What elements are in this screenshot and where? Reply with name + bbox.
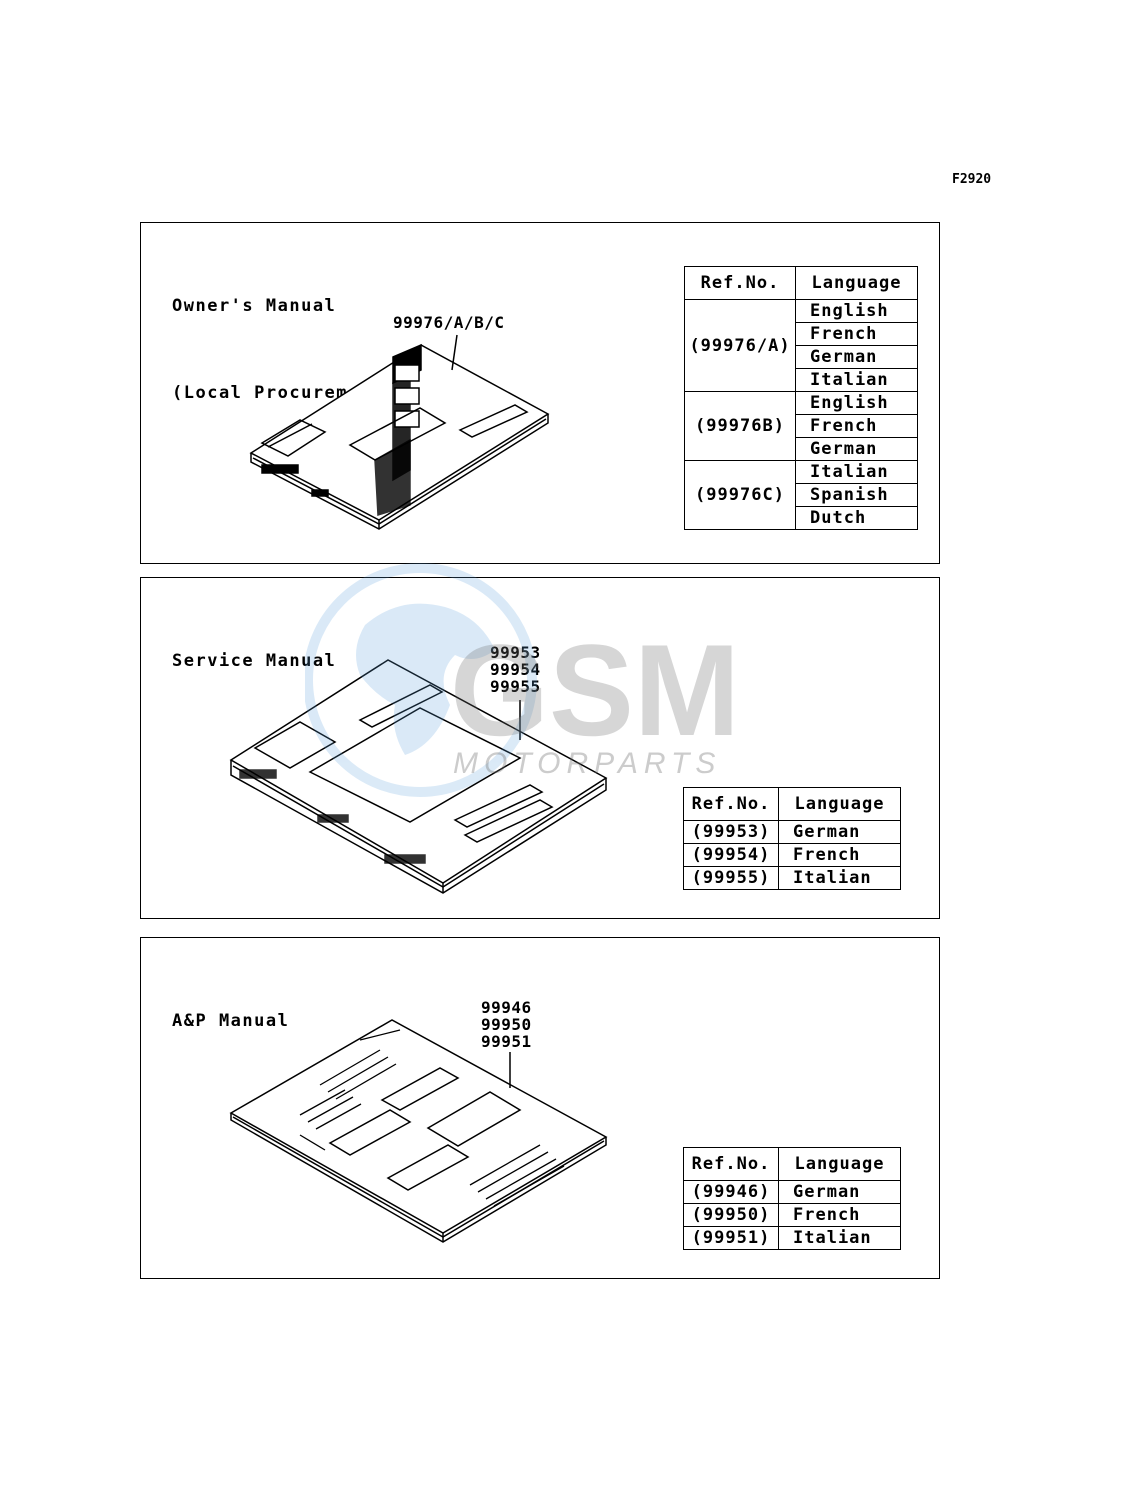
ref-label-line: 99953 <box>490 643 541 662</box>
ref-cell: (99976/A) <box>684 299 796 392</box>
ref-cell: (99950) <box>683 1203 779 1227</box>
figure-code: F2920 <box>952 172 992 187</box>
ap-manual-ref-label: 99946 99950 99951 <box>481 999 532 1050</box>
language-cell: Italian <box>778 1226 901 1250</box>
ref-cell: (99954) <box>683 843 779 867</box>
owners-manual-panel <box>140 222 940 564</box>
service-manual-ref-label: 99953 99954 99955 <box>490 644 541 695</box>
language-cell: Italian <box>795 368 918 392</box>
ref-cell: (99946) <box>683 1180 779 1204</box>
ap-manual-language-table: Ref.No. Language (99946)German (99950)Fr… <box>683 1147 901 1250</box>
ref-label-line: 99950 <box>481 1015 532 1034</box>
language-header: Language <box>778 787 901 821</box>
ref-cell: (99955) <box>683 866 779 890</box>
ref-cell: (99976C) <box>684 460 796 530</box>
service-manual-panel <box>140 577 940 919</box>
ref-label-line: 99976/A/B/C <box>393 313 505 332</box>
language-cell: German <box>795 345 918 369</box>
service-manual-illustration <box>229 659 608 894</box>
ap-manual-illustration <box>229 1019 608 1243</box>
ref-cell: (99976B) <box>684 391 796 461</box>
owners-manual-language-table: Ref.No. Language (99976/A)English French… <box>684 266 918 530</box>
service-manual-title: Service Manual <box>172 589 336 705</box>
ap-manual-title: A&P Manual <box>172 949 289 1065</box>
panel-title-line: A&P Manual <box>172 1011 290 1031</box>
ref-no-header: Ref.No. <box>684 266 796 300</box>
ref-label-line: 99954 <box>490 660 541 679</box>
ref-label-line: 99951 <box>481 1032 532 1051</box>
language-cell: Spanish <box>795 483 918 507</box>
language-cell: French <box>795 414 918 438</box>
ap-manual-panel <box>140 937 940 1279</box>
language-cell: Italian <box>778 866 901 890</box>
ref-cell: (99951) <box>683 1226 779 1250</box>
language-cell: German <box>778 820 901 844</box>
service-manual-language-table: Ref.No. Language (99953)German (99954)Fr… <box>683 787 901 890</box>
ref-label-line: 99955 <box>490 677 541 696</box>
language-cell: Dutch <box>795 506 918 530</box>
owners-manual-ref-label: 99976/A/B/C <box>393 314 504 331</box>
ref-label-line: 99946 <box>481 998 532 1017</box>
panel-title-line: Owner's Manual <box>172 296 337 316</box>
panel-title-line: Service Manual <box>172 651 337 671</box>
owners-manual-illustration <box>249 334 550 530</box>
language-cell: French <box>795 322 918 346</box>
